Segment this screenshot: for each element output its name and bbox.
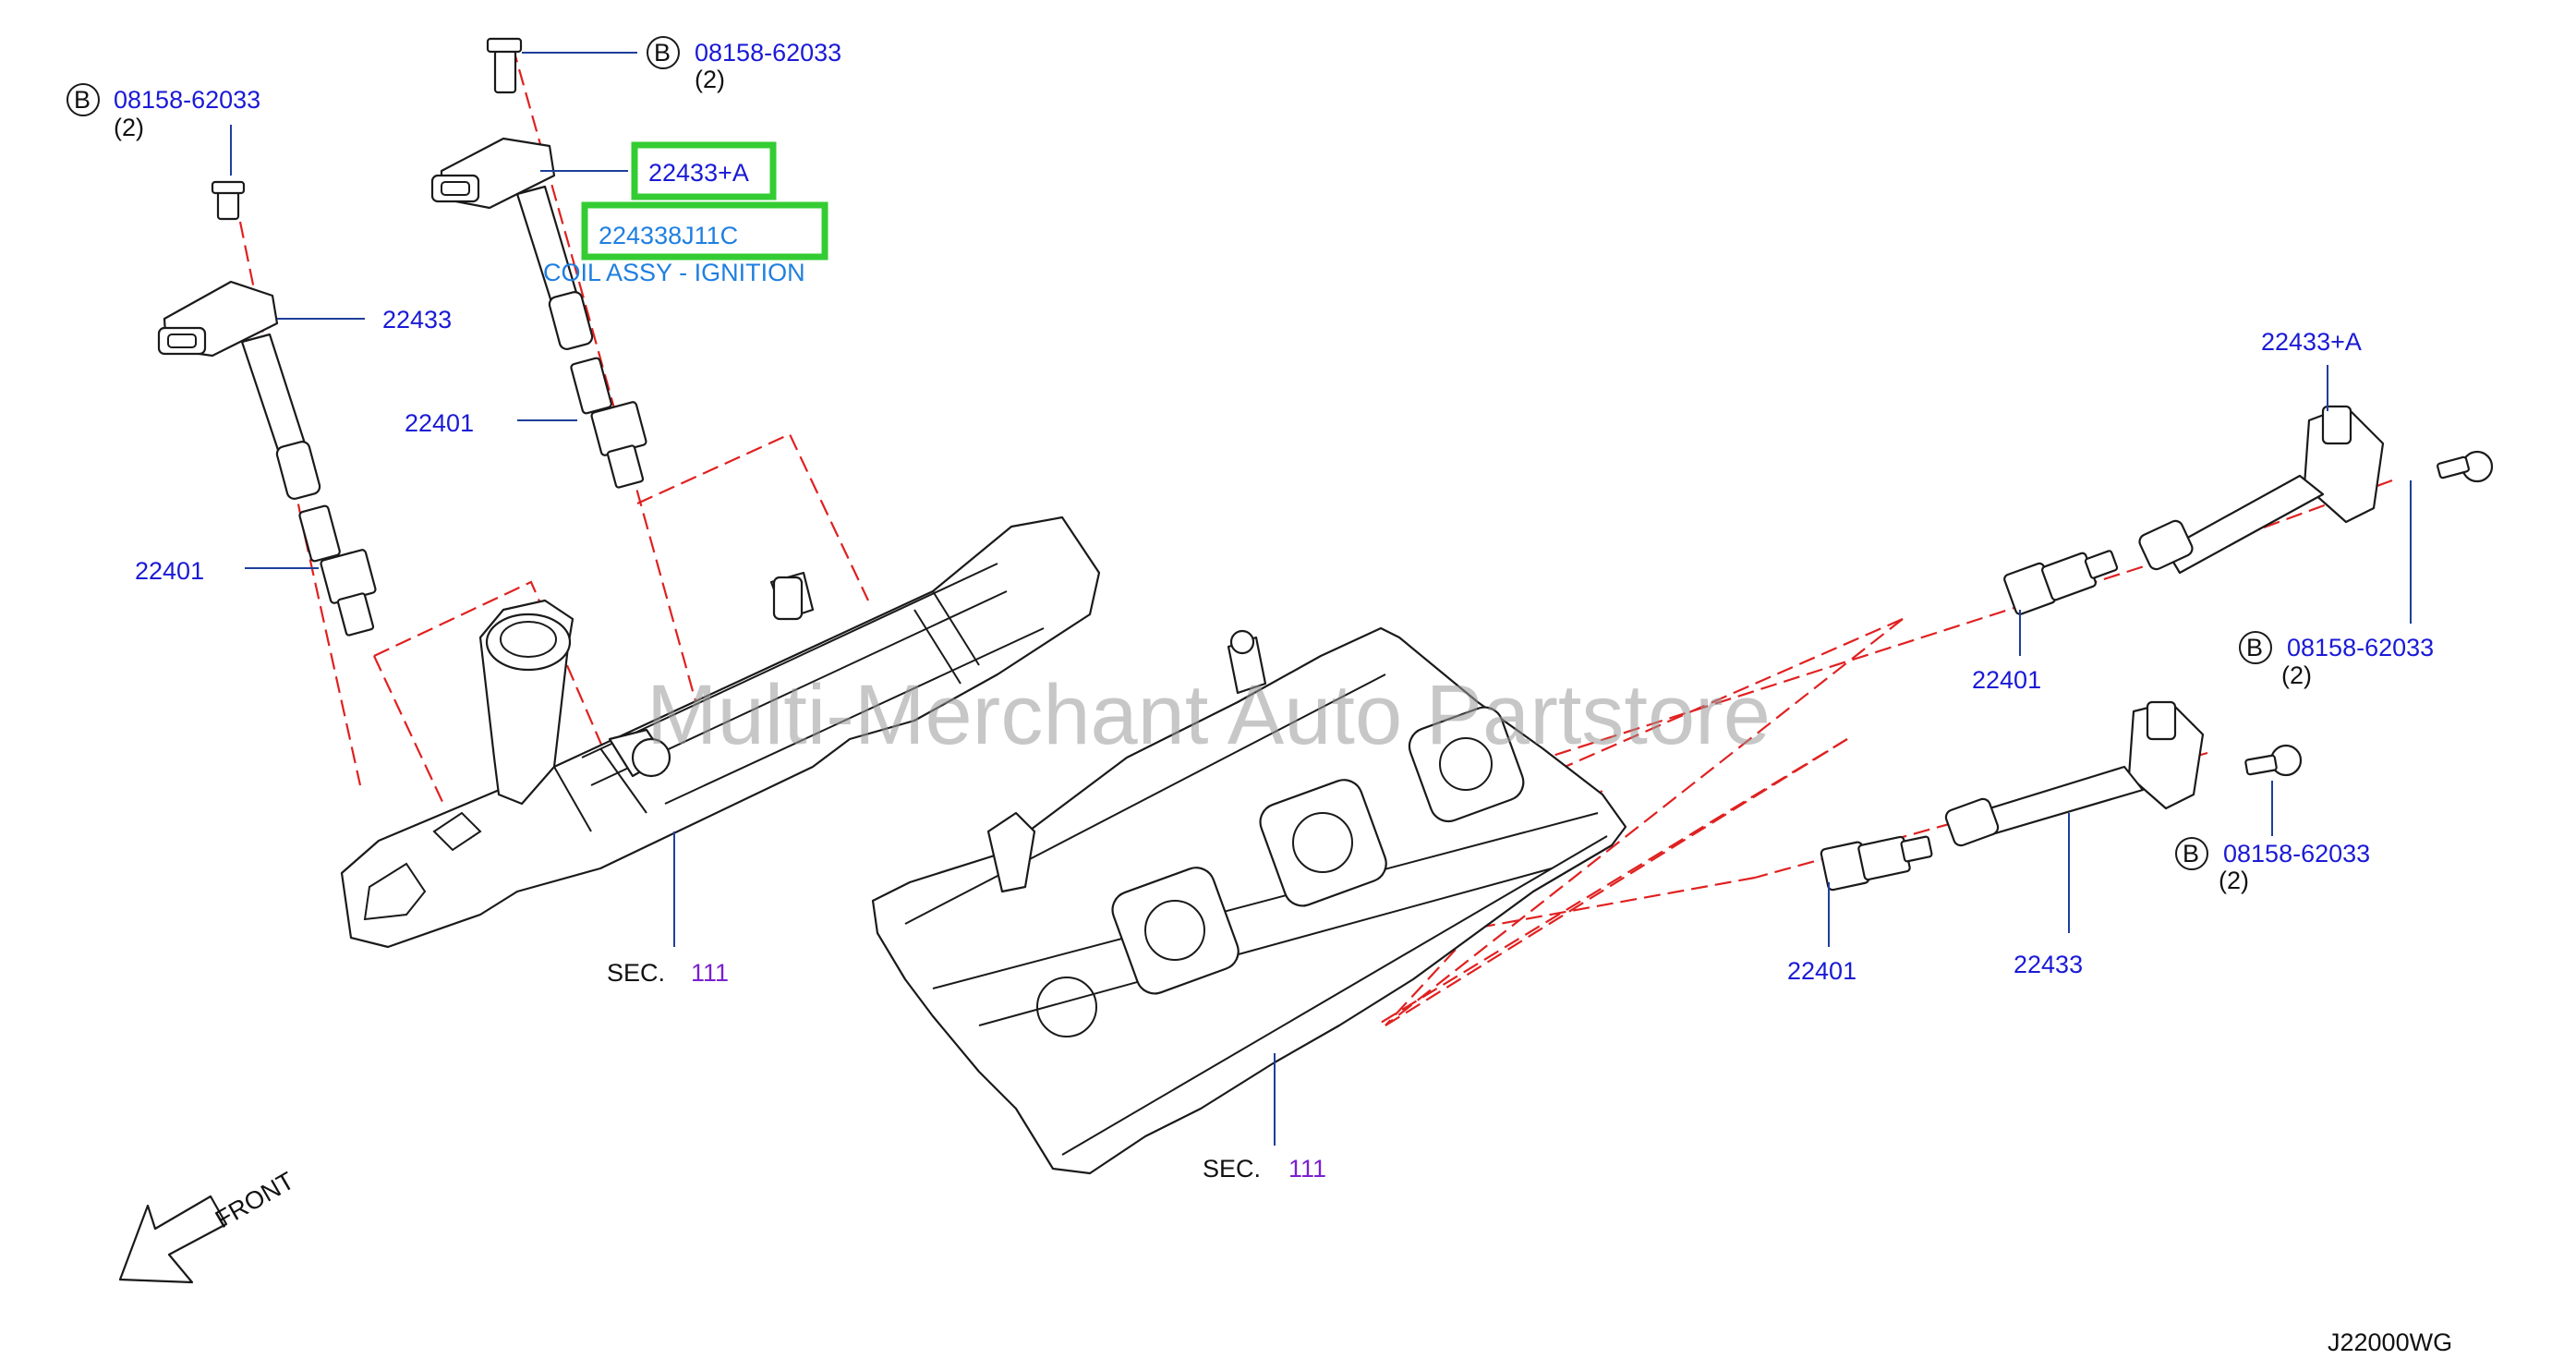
svg-text:08158-62033: 08158-62033 — [114, 86, 260, 114]
right-valve-cover — [871, 626, 1627, 1175]
watermark: Multi-Merchant Auto Partstore — [647, 668, 1771, 762]
label-coil-right[interactable]: 22433 — [2014, 951, 2083, 978]
label-coil-alt-right[interactable]: 22433+A — [2261, 328, 2362, 356]
right-bolt-lower — [2244, 744, 2303, 777]
label-highlight-part[interactable]: 224338J11C COIL ASSY - IGNITION — [543, 201, 828, 286]
left-spark-plug-upper — [570, 357, 647, 489]
label-bolt-right-upper[interactable]: B 08158-62033 (2) — [2239, 631, 2434, 689]
svg-text:(2): (2) — [695, 66, 725, 93]
svg-text:SEC.: SEC. — [1203, 1155, 1261, 1183]
label-plug-left-lower[interactable]: 22401 — [135, 557, 204, 585]
label-coil-alt-highlighted[interactable]: 22433+A — [631, 141, 777, 200]
front-indicator: FRONT — [118, 1167, 299, 1284]
left-coil-upper — [430, 37, 594, 350]
svg-text:22433+A: 22433+A — [648, 159, 749, 187]
svg-text:111: 111 — [691, 959, 729, 987]
svg-text:111: 111 — [1288, 1155, 1326, 1183]
svg-text:(2): (2) — [114, 114, 144, 141]
svg-text:B: B — [654, 39, 671, 67]
svg-text:COIL ASSY - IGNITION: COIL ASSY - IGNITION — [543, 259, 805, 286]
left-valve-cover — [340, 516, 1101, 949]
svg-text:(2): (2) — [2219, 867, 2249, 894]
right-coil-lower — [1944, 700, 2205, 847]
svg-text:08158-62033: 08158-62033 — [2223, 840, 2370, 867]
front-arrow-icon — [118, 1195, 228, 1284]
svg-text:08158-62033: 08158-62033 — [695, 39, 841, 67]
label-bolt-top-center[interactable]: B 08158-62033 (2) — [647, 36, 841, 93]
right-bolt-upper — [2437, 450, 2494, 483]
label-sec-left[interactable]: SEC. 111 — [607, 959, 729, 987]
label-plug-right-lower[interactable]: 22401 — [1787, 957, 1856, 985]
svg-text:B: B — [2246, 634, 2263, 661]
svg-text:224338J11C: 224338J11C — [599, 222, 738, 249]
svg-text:SEC.: SEC. — [607, 959, 665, 987]
label-coil-left[interactable]: 22433 — [382, 306, 452, 334]
right-coil-upper — [2138, 405, 2385, 575]
left-spark-plug-lower — [298, 504, 377, 637]
label-bolt-right-lower[interactable]: B 08158-62033 (2) — [2175, 837, 2370, 894]
svg-text:B: B — [74, 86, 91, 114]
svg-text:FRONT: FRONT — [211, 1167, 299, 1233]
right-spark-plug-lower — [1820, 835, 1933, 892]
right-spark-plug-upper — [2003, 550, 2119, 615]
svg-text:(2): (2) — [2281, 661, 2312, 689]
svg-text:B: B — [2183, 840, 2199, 867]
label-plug-left-upper[interactable]: 22401 — [405, 409, 474, 437]
label-plug-right-upper[interactable]: 22401 — [1972, 666, 2041, 694]
svg-text:08158-62033: 08158-62033 — [2287, 634, 2434, 661]
figure-code: J22000WG — [2328, 1329, 2452, 1356]
label-sec-right[interactable]: SEC. 111 — [1203, 1155, 1326, 1183]
leader-lines — [230, 52, 2412, 1146]
left-coil-lower — [157, 180, 321, 500]
label-bolt-top-left[interactable]: B 08158-62033 (2) — [67, 83, 260, 141]
